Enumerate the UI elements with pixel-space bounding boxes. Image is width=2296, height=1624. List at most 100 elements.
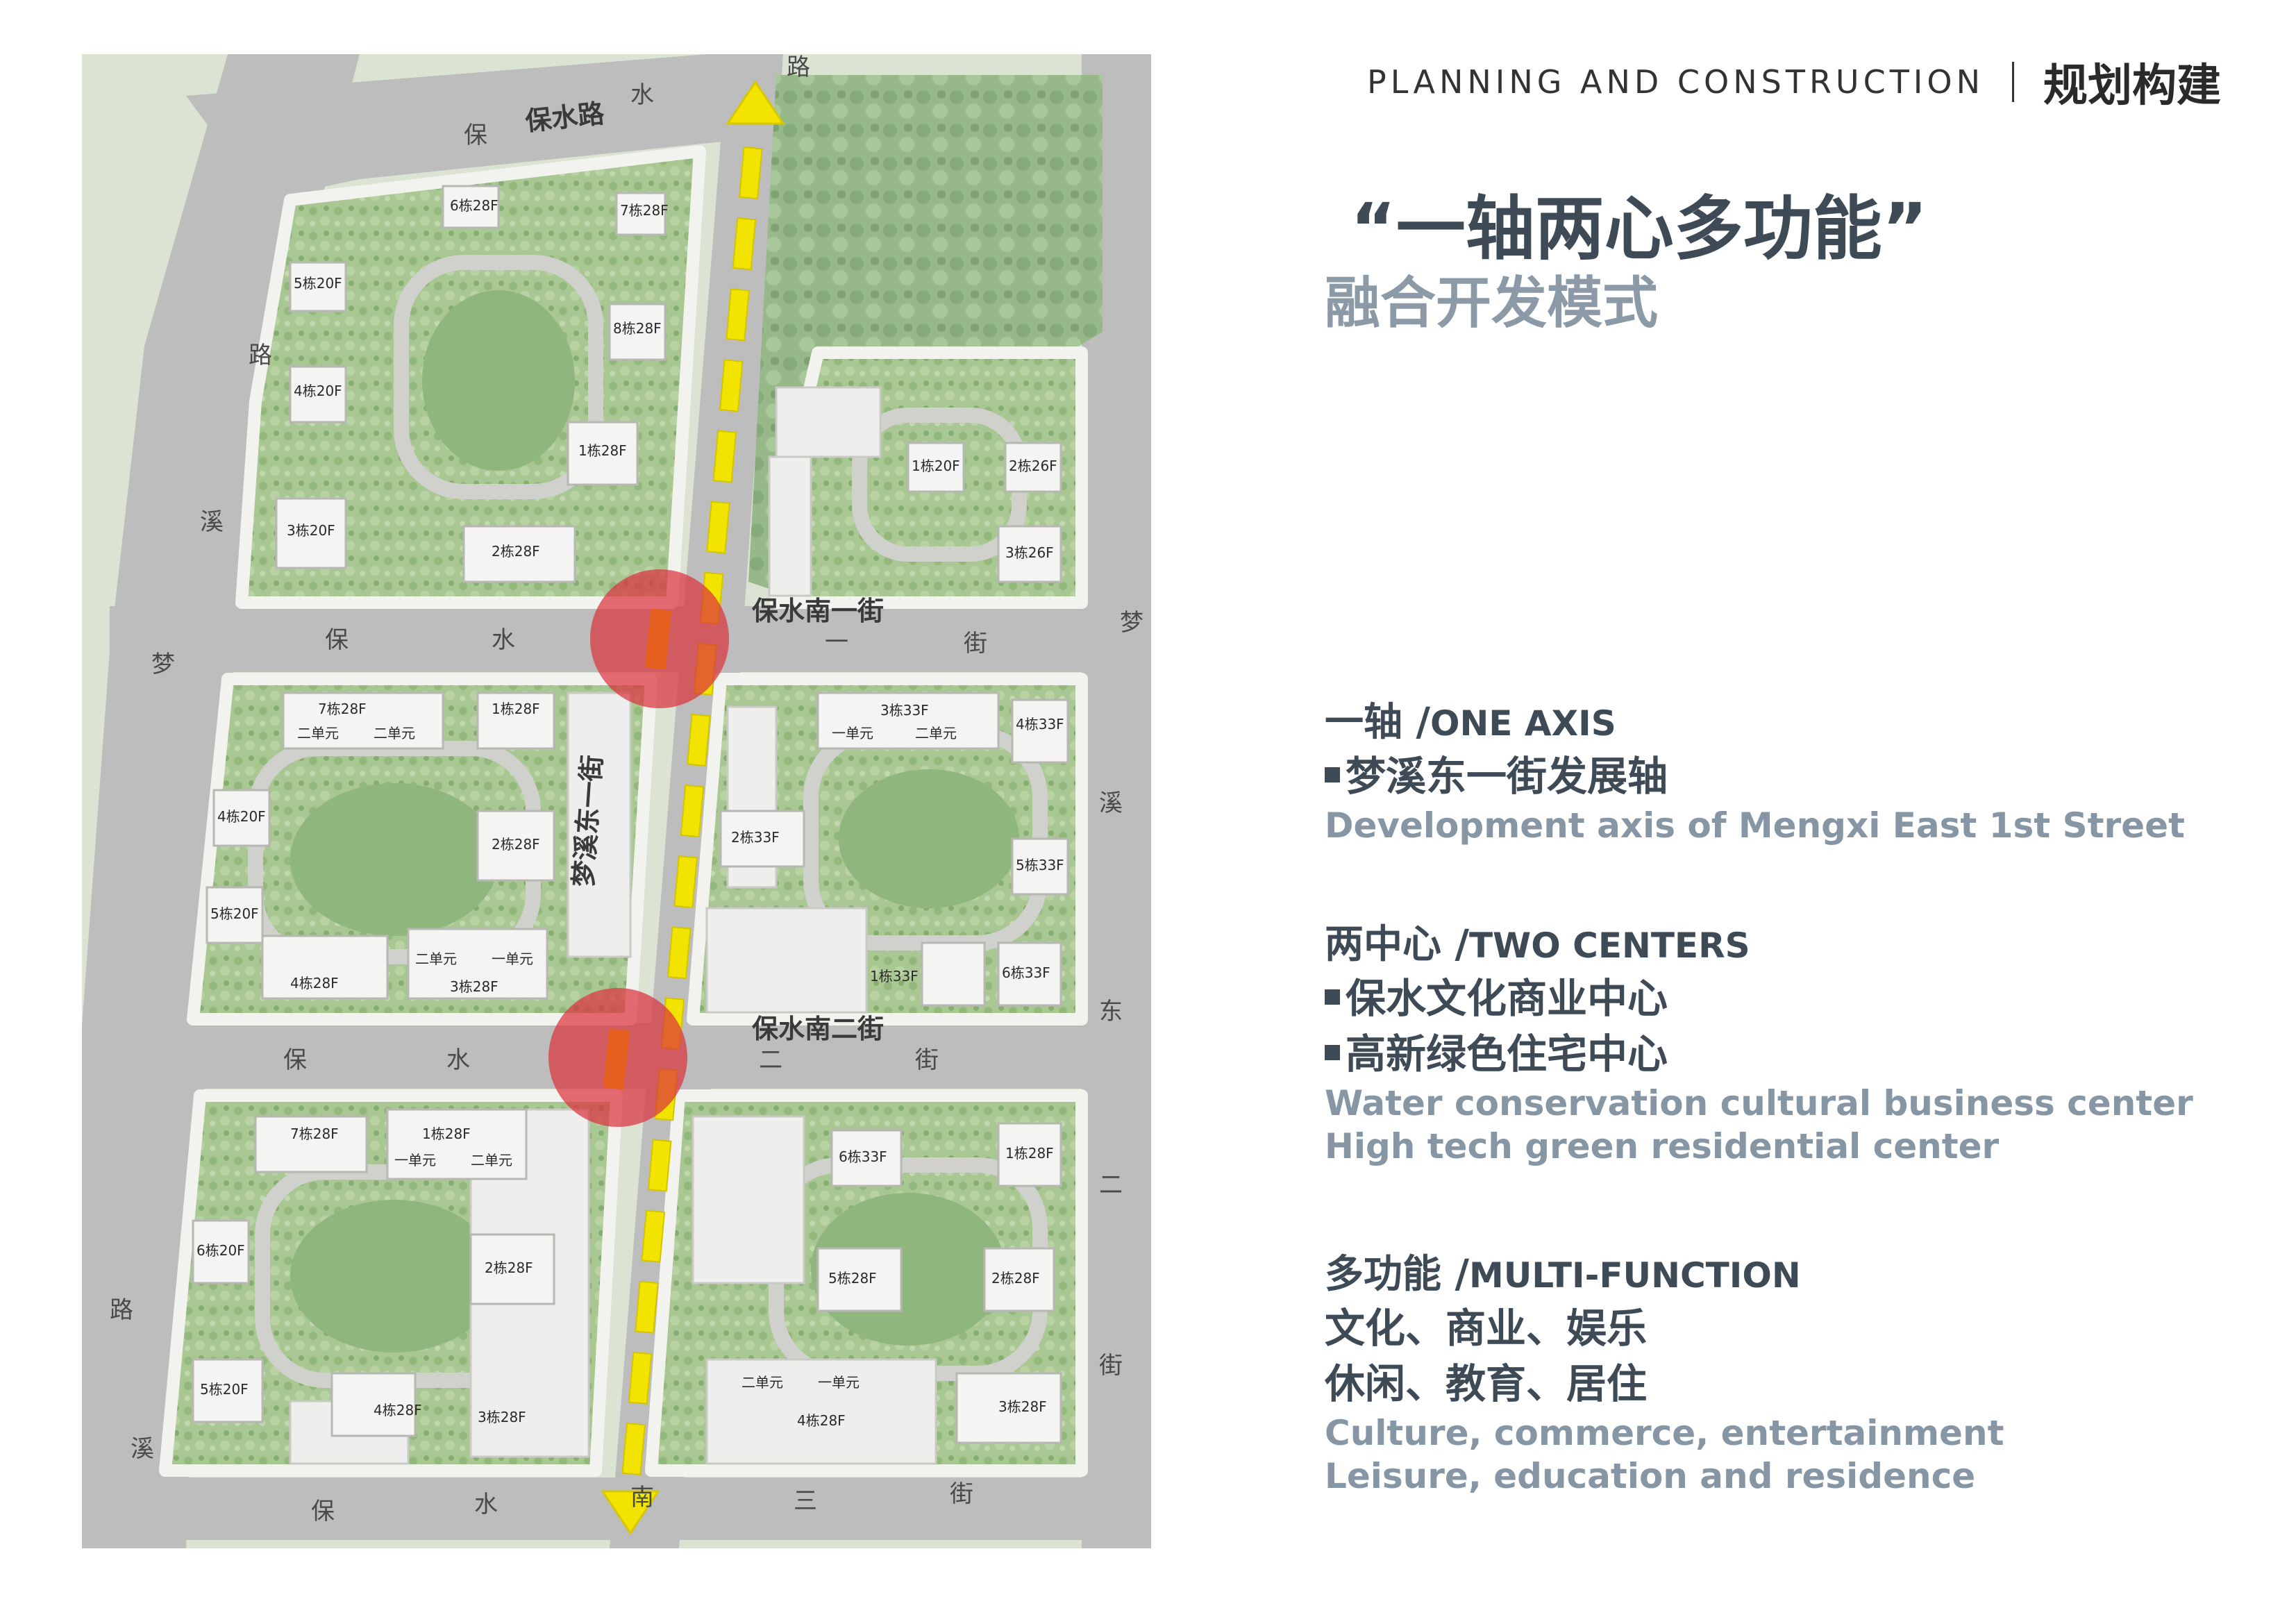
road-char: 水 [630, 81, 654, 109]
building-label: 4栋20F [294, 383, 342, 399]
road-char: 街 [964, 630, 987, 658]
section-title-en: MULTI-FUNCTION [1468, 1255, 1801, 1296]
section-line: 休闲、教育、居住 [1325, 1360, 1648, 1407]
section-title: 一轴 /ONE AXIS [1325, 698, 2185, 748]
road-char: 街 [1099, 1352, 1123, 1380]
residential-towers [192, 185, 1069, 1444]
section-title: 多功能 /MULTI-FUNCTION [1325, 1250, 2004, 1300]
building-label: 3栋28F [478, 1409, 526, 1425]
road-char: 二 [1099, 1171, 1123, 1199]
section-desc: Leisure, education and residence [1325, 1456, 1976, 1496]
road-char: 保 [464, 122, 487, 149]
headline: “一轴两心多功能” [1350, 188, 1928, 269]
building-label: 2栋28F [492, 836, 540, 853]
building-label: 6栋33F [1002, 964, 1050, 981]
section-desc: Development axis of Mengxi East 1st Stre… [1325, 805, 2185, 846]
building-label: 5栋28F [828, 1270, 877, 1287]
site-plan-map: 6栋28F 7栋28F 5栋20F 8栋28F 4栋20F 1栋28F 3栋20… [82, 54, 1151, 1548]
road-char: 一 [825, 628, 848, 656]
road-char: 三 [794, 1487, 817, 1515]
axis-dash [641, 1209, 666, 1263]
section-line: 文化、商业、娱乐 [1325, 1305, 1648, 1352]
section-title: 两中心 /TWO CENTERS [1325, 920, 2193, 971]
building-label: 一单元 [832, 725, 873, 742]
road-char: 南 [630, 1484, 654, 1512]
section-item: 保水文化商业中心 [1325, 971, 2193, 1026]
axis-dash [680, 784, 705, 838]
building-label: 二单元 [741, 1374, 783, 1391]
building-label: 一单元 [818, 1374, 860, 1391]
building-label: 2栋28F [991, 1270, 1040, 1287]
section-one-axis: 一轴 /ONE AXIS 梦溪东一街发展轴 Development axis o… [1325, 698, 2185, 847]
north-arrow-icon [726, 80, 785, 125]
axis-dash [647, 1139, 672, 1192]
building-label: 1栋33F [870, 968, 919, 985]
building-label: 1栋28F [422, 1125, 471, 1142]
header-divider [2012, 62, 2014, 102]
section-desc: High tech green residential center [1325, 1126, 2000, 1166]
building-label: 8栋28F [613, 320, 662, 337]
center-baoshui-south-1st [590, 569, 729, 708]
road-char: 保 [311, 1498, 335, 1525]
axis-dash [706, 501, 730, 554]
building-label: 7栋28F [290, 1125, 339, 1142]
building-label: 1栋28F [492, 701, 540, 717]
building-label: 3栋20F [287, 522, 335, 539]
building-label: 3栋26F [1005, 544, 1054, 561]
road-char: 溪 [1099, 789, 1123, 817]
axis-dash [635, 1280, 659, 1334]
axis-dash [673, 855, 698, 909]
building-label: 6栋33F [839, 1148, 887, 1165]
building-label: 5栋20F [200, 1381, 249, 1398]
road-char: 梦 [151, 651, 175, 678]
building-label: 二单元 [297, 725, 339, 742]
section-desc: Culture, commerce, entertainment [1325, 1413, 2004, 1453]
building-label: 4栋28F [290, 975, 339, 991]
building-label: 一单元 [492, 951, 533, 967]
building-label: 3栋28F [998, 1398, 1047, 1415]
road-char: 街 [950, 1480, 973, 1508]
south-arrow-icon [601, 1490, 660, 1535]
axis-dash [738, 146, 763, 200]
page-header: PLANNING AND CONSTRUCTION 规划构建 [1367, 54, 2221, 112]
building-label: 二单元 [374, 725, 415, 742]
axis-dash [726, 288, 750, 342]
square-bullet-icon [1325, 989, 1340, 1005]
road-char: 街 [915, 1046, 939, 1074]
building-label: 2栋33F [731, 829, 780, 846]
axis-dash [712, 430, 737, 483]
road-char: 保 [283, 1046, 307, 1074]
building-label: 1栋28F [578, 442, 627, 459]
street-label-south-2nd: 保水南二街 [752, 1014, 884, 1044]
axis-dash [667, 926, 692, 980]
building-label: 二单元 [471, 1152, 512, 1169]
road-characters: 保 水 路 路 溪 梦 路 溪 梦 溪 东 二 街 保 水 一 街 保 水 二 … [110, 54, 1143, 1525]
section-item-text: 梦溪东一街发展轴 [1346, 753, 1668, 800]
road-char: 东 [1099, 998, 1123, 1026]
building-label: 1栋20F [912, 458, 960, 474]
center-baoshui-south-2nd [548, 988, 687, 1127]
building-label: 6栋28F [450, 197, 498, 214]
building-label: 二单元 [915, 725, 957, 742]
road-char: 路 [110, 1296, 133, 1324]
axis-dash [719, 359, 744, 412]
road-char: 水 [474, 1491, 498, 1518]
building-label: 3栋28F [450, 978, 498, 995]
axis-dash [621, 1422, 646, 1476]
section-title-en: ONE AXIS [1430, 703, 1616, 744]
section-title-cn: 两中心 / [1325, 922, 1469, 967]
building-label: 5栋20F [294, 275, 342, 292]
section-item-text: 高新绿色住宅中心 [1346, 1030, 1668, 1078]
section-item-text: 保水文化商业中心 [1346, 975, 1668, 1022]
square-bullet-icon [1325, 767, 1340, 782]
street-label-south-1st: 保水南一街 [752, 596, 884, 626]
square-bullet-icon [1325, 1044, 1340, 1060]
building-label: 6栋20F [196, 1242, 245, 1259]
building-label: 2栋28F [485, 1259, 533, 1276]
building-labels: 6栋28F 7栋28F 5栋20F 8栋28F 4栋20F 1栋28F 3栋20… [196, 197, 1064, 1429]
axis-dash [732, 217, 757, 271]
building-label: 1栋28F [1005, 1145, 1054, 1162]
building-label: 一单元 [394, 1152, 436, 1169]
building-label: 4栋28F [797, 1412, 846, 1429]
road-char: 水 [446, 1046, 470, 1074]
